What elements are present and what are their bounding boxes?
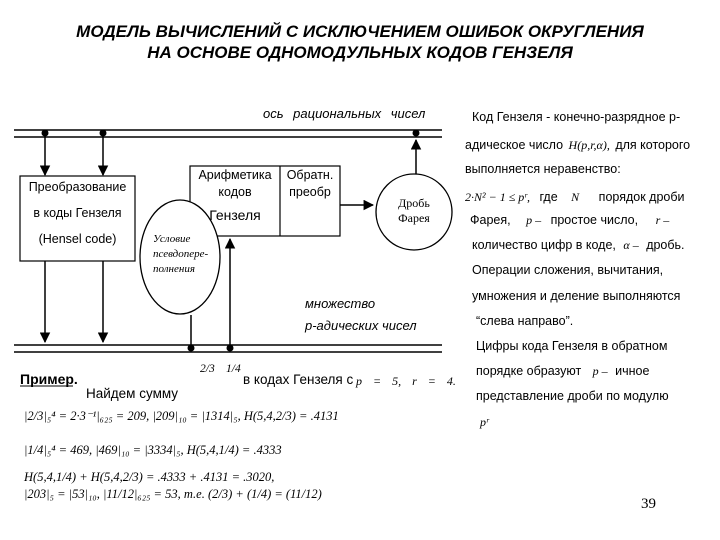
example-line-1: |2/3|₅⁴ = 2·3⁻¹|₆₂₅ = 209, |209|₁₀ = |13… [24, 409, 339, 423]
rational-axis-label: ось рациональных чисел [263, 106, 426, 121]
condition-text: Условие псевдопере- полнения [153, 232, 208, 277]
condition-line-1: Условие [153, 233, 191, 245]
example-frac1: 2/3 [200, 363, 215, 375]
example-title: Пример. [20, 371, 78, 387]
right-text-l6m: α – [623, 238, 639, 252]
right-text-l4: 2·N² − 1 ≤ pʳ, где N порядок дроби [465, 186, 685, 210]
right-text-l8: умножения и деление выполняются [472, 289, 681, 303]
right-text-l3: выполняется неравенство: [465, 162, 621, 176]
right-text-l5a: Фарея, [470, 213, 511, 227]
axis-dot [412, 129, 420, 137]
right-text-l2a: адическое число [465, 138, 564, 152]
right-text-l10: Цифры кода Гензеля в обратном [476, 339, 668, 353]
arithmetic-text: Арифметика кодов Гензеля [190, 167, 280, 224]
right-text-l13: pʳ [480, 415, 489, 429]
arith-line-2: кодов [218, 185, 252, 199]
arith-line-1: Арифметика [198, 168, 272, 182]
axis-dot [187, 344, 195, 352]
right-text-l12: представление дроби по модулю [476, 389, 669, 403]
condition-line-3: полнения [153, 263, 195, 275]
right-text-l2b: для которого [615, 138, 691, 152]
convert-box [19, 175, 136, 262]
right-text-l1: Код Гензеля - конечно-разрядное р- [472, 110, 681, 124]
inverse-line-2: преобр [289, 185, 331, 199]
example-frac2: 1/4 [226, 363, 241, 375]
example-line-3: H(5,4,1/4) + H(5,4,2/3) = .4333 + .4131 … [24, 470, 275, 484]
convert-box-text: Преобразование в коды Гензеля (Hensel co… [20, 176, 135, 250]
right-text-l5: Фарея, p – простое число, r – [470, 209, 669, 233]
condition-line-2: псевдопере- [153, 248, 209, 260]
example-in-codes: в кодах Гензеля с [243, 372, 354, 387]
condition-ellipse [139, 199, 221, 315]
right-text-l11a: порядке образуют [476, 364, 582, 378]
example-line-2: |1/4|₅⁴ = 469, |469|₁₀ = |3334|₅, H(5,4,… [24, 443, 282, 457]
right-text-l11m: p – [592, 364, 608, 378]
right-text-l5b: простое число, [550, 213, 639, 227]
right-text-l11b: ичное [615, 364, 650, 378]
right-text-l6a: количество цифр в коде, [472, 238, 616, 252]
right-text-l7: Операции сложения, вычитания, [472, 263, 664, 277]
farey-line-2: Фарея [398, 211, 430, 225]
right-text-l2m: H(p,r,α), [568, 138, 610, 152]
example-find-sum: Найдем сумму [86, 386, 179, 401]
right-text-l4n: N [571, 190, 580, 204]
arith-line-3: Гензеля [209, 207, 261, 223]
padic-axis-label-1: множество [305, 296, 376, 311]
right-text-l11: порядке образуют p – ичное [476, 360, 649, 384]
right-text-l5m: p – [526, 213, 542, 227]
convert-line-2: в коды Гензеля [33, 206, 122, 220]
right-text-l6b: дробь. [646, 238, 685, 252]
example-params: p = 5, r = 4. [356, 374, 456, 388]
padic-axis-label-2: р-адических чисел [305, 318, 417, 333]
right-text-l6: количество цифр в коде, α – дробь. [472, 234, 685, 258]
right-text-l2: адическое число H(p,r,α), для которого [465, 134, 690, 158]
right-text-l4a: где [539, 190, 558, 204]
farey-text: Дробь Фарея [384, 196, 444, 226]
convert-line-3: (Hensel code) [38, 232, 117, 246]
arithmetic-box [189, 165, 341, 237]
right-text-l4m: 2·N² − 1 ≤ pʳ, [465, 190, 530, 204]
page-title-line2: НА ОСНОВЕ ОДНОМОДУЛЬНЫХ КОДОВ ГЕНЗЕЛЯ [147, 43, 573, 62]
convert-line-1: Преобразование [28, 180, 127, 194]
farey-line-1: Дробь [398, 196, 430, 210]
page-title-line1: МОДЕЛЬ ВЫЧИСЛЕНИЙ С ИСКЛЮЧЕНИЕМ ОШИБОК О… [76, 22, 644, 41]
example-line-4: |203|₅ = |53|₁₀, |11/12|₆₂₅ = 53, т.е. (… [24, 487, 322, 501]
farey-circle [375, 173, 453, 251]
right-text-l4b: порядок дроби [598, 190, 685, 204]
right-text-l5r: r – [655, 213, 670, 227]
inverse-text: Обратн. преобр [280, 167, 340, 201]
inverse-line-1: Обратн. [286, 168, 334, 182]
right-text-l9: “слева направо”. [476, 314, 574, 328]
page-number: 39 [641, 496, 656, 512]
